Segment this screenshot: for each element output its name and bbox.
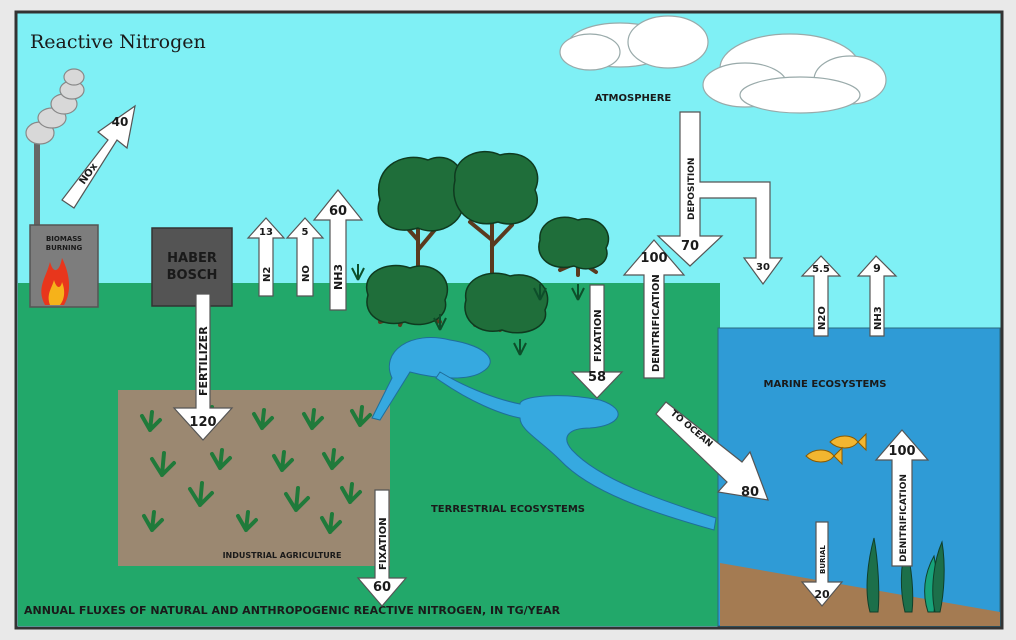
deposition-land-value: 70 — [681, 239, 699, 254]
nh3-ocean-value: 9 — [873, 262, 881, 275]
fertilizer-value: 120 — [189, 415, 216, 430]
denitrification-ocean-value: 100 — [888, 444, 915, 459]
grass-tufts — [351, 264, 585, 356]
n2-label: N2 — [262, 267, 273, 282]
denitrification-ocean-arrow — [874, 429, 930, 567]
no-value: 5 — [302, 227, 309, 238]
deposition-label: DEPOSITION — [687, 158, 697, 220]
no-label: NO — [301, 265, 312, 282]
nh3-ocean-arrow — [856, 255, 898, 337]
fixation-land-value: 58 — [588, 370, 606, 385]
n2o-ocean-value: 5.5 — [812, 264, 830, 275]
fish-icon — [805, 432, 867, 466]
n2o-ocean-arrow — [800, 255, 842, 337]
diagram-caption: ANNUAL FLUXES OF NATURAL AND ANTHROPOGEN… — [24, 604, 561, 617]
smokestack — [25, 68, 85, 226]
flux-arrows — [61, 104, 930, 607]
marine-label: MARINE ECOSYSTEMS — [764, 379, 887, 390]
cloud-group — [559, 15, 887, 114]
fixation-agri-arrow — [356, 489, 408, 607]
nh3-ocean-label: NH3 — [873, 306, 884, 330]
nh3-land-label: NH3 — [332, 264, 345, 290]
nh3-land-arrow — [312, 189, 364, 311]
burial-label: BURIAL — [819, 545, 827, 574]
n2o-ocean-label: N2O — [817, 306, 828, 330]
deposition-arrow — [656, 111, 784, 286]
deposition-ocean-value: 30 — [756, 262, 770, 273]
haber-bosch-box — [151, 227, 233, 307]
fire-icon — [41, 258, 70, 305]
fertilizer-label: FERTILIZER — [197, 326, 210, 396]
agriculture-field — [118, 390, 390, 566]
denitrification-land-value: 100 — [640, 251, 667, 266]
agriculture-label: INDUSTRIAL AGRICULTURE — [223, 551, 342, 560]
diagram-title: Reactive Nitrogen — [30, 31, 206, 53]
denitrification-land-arrow — [622, 239, 686, 379]
terrestrial-label: TERRESTRIAL ECOSYSTEMS — [431, 504, 585, 515]
denitrification-ocean-label: DENITRIFICATION — [899, 474, 909, 562]
atmosphere-label: ATMOSPHERE — [595, 93, 672, 104]
fixation-land-arrow — [570, 284, 624, 399]
nh3-land-value: 60 — [329, 204, 347, 219]
haber-label-line2: BOSCH — [167, 268, 218, 283]
fertilizer-arrow — [172, 293, 234, 441]
river — [371, 337, 717, 531]
haber-label-line1: HABER — [167, 251, 217, 266]
fixation-agri-label: FIXATION — [378, 517, 389, 570]
to-ocean-arrow — [655, 401, 769, 501]
burial-value: 20 — [814, 588, 830, 601]
crop-plants — [140, 405, 372, 534]
to-ocean-value: 80 — [741, 485, 759, 500]
tree-cluster — [365, 150, 609, 334]
denitrification-land-label: DENITRIFICATION — [651, 274, 662, 372]
fixation-land-label: FIXATION — [593, 309, 604, 362]
biomass-label-line2: BURNING — [46, 244, 83, 252]
n2-arrow — [246, 217, 286, 297]
no-arrow — [285, 217, 325, 297]
burial-arrow — [800, 521, 844, 607]
biomass-label-line1: BIOMASS — [46, 235, 82, 243]
nox-arrow — [61, 104, 136, 209]
n2-value: 13 — [259, 227, 273, 238]
fixation-agri-value: 60 — [373, 580, 391, 595]
nox-value: 40 — [112, 115, 129, 129]
